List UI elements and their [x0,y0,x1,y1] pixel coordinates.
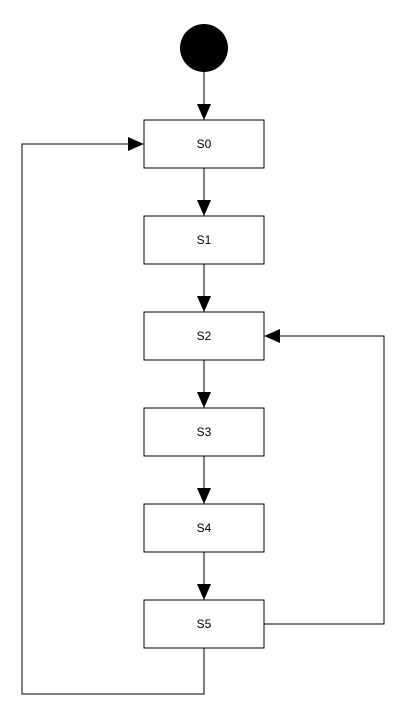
arrowhead-s3-s4 [197,488,211,504]
state-s4-box [143,503,265,553]
state-s1-label: S1 [197,233,212,247]
arrowhead-s2-s3 [197,392,211,408]
state-s2[interactable]: S2 [143,311,265,361]
state-s5[interactable]: S5 [143,599,265,649]
state-s2-box [143,311,265,361]
arrowhead-s4-s5 [197,584,211,600]
initial-node [180,24,228,72]
state-s2-label: S2 [197,329,212,343]
arrowhead-s1-s2 [197,296,211,312]
state-s0[interactable]: S0 [143,119,265,169]
arrowhead-s0-s1 [197,200,211,216]
arrowhead-initial-s0 [197,104,211,120]
state-s1[interactable]: S1 [143,215,265,265]
edge-s5-s0 [21,143,205,695]
state-s5-label: S5 [197,617,212,631]
state-s4[interactable]: S4 [143,503,265,553]
state-s3-box [143,407,265,457]
edge-s5-s2 [264,335,385,625]
state-s3-label: S3 [197,425,212,439]
state-s3[interactable]: S3 [143,407,265,457]
arrowhead-s5-s0 [128,137,144,151]
state-s4-label: S4 [197,521,212,535]
state-s5-box [143,599,265,649]
state-s0-label: S0 [197,137,212,151]
state-s1-box [143,215,265,265]
arrowhead-s5-s2 [264,329,280,343]
